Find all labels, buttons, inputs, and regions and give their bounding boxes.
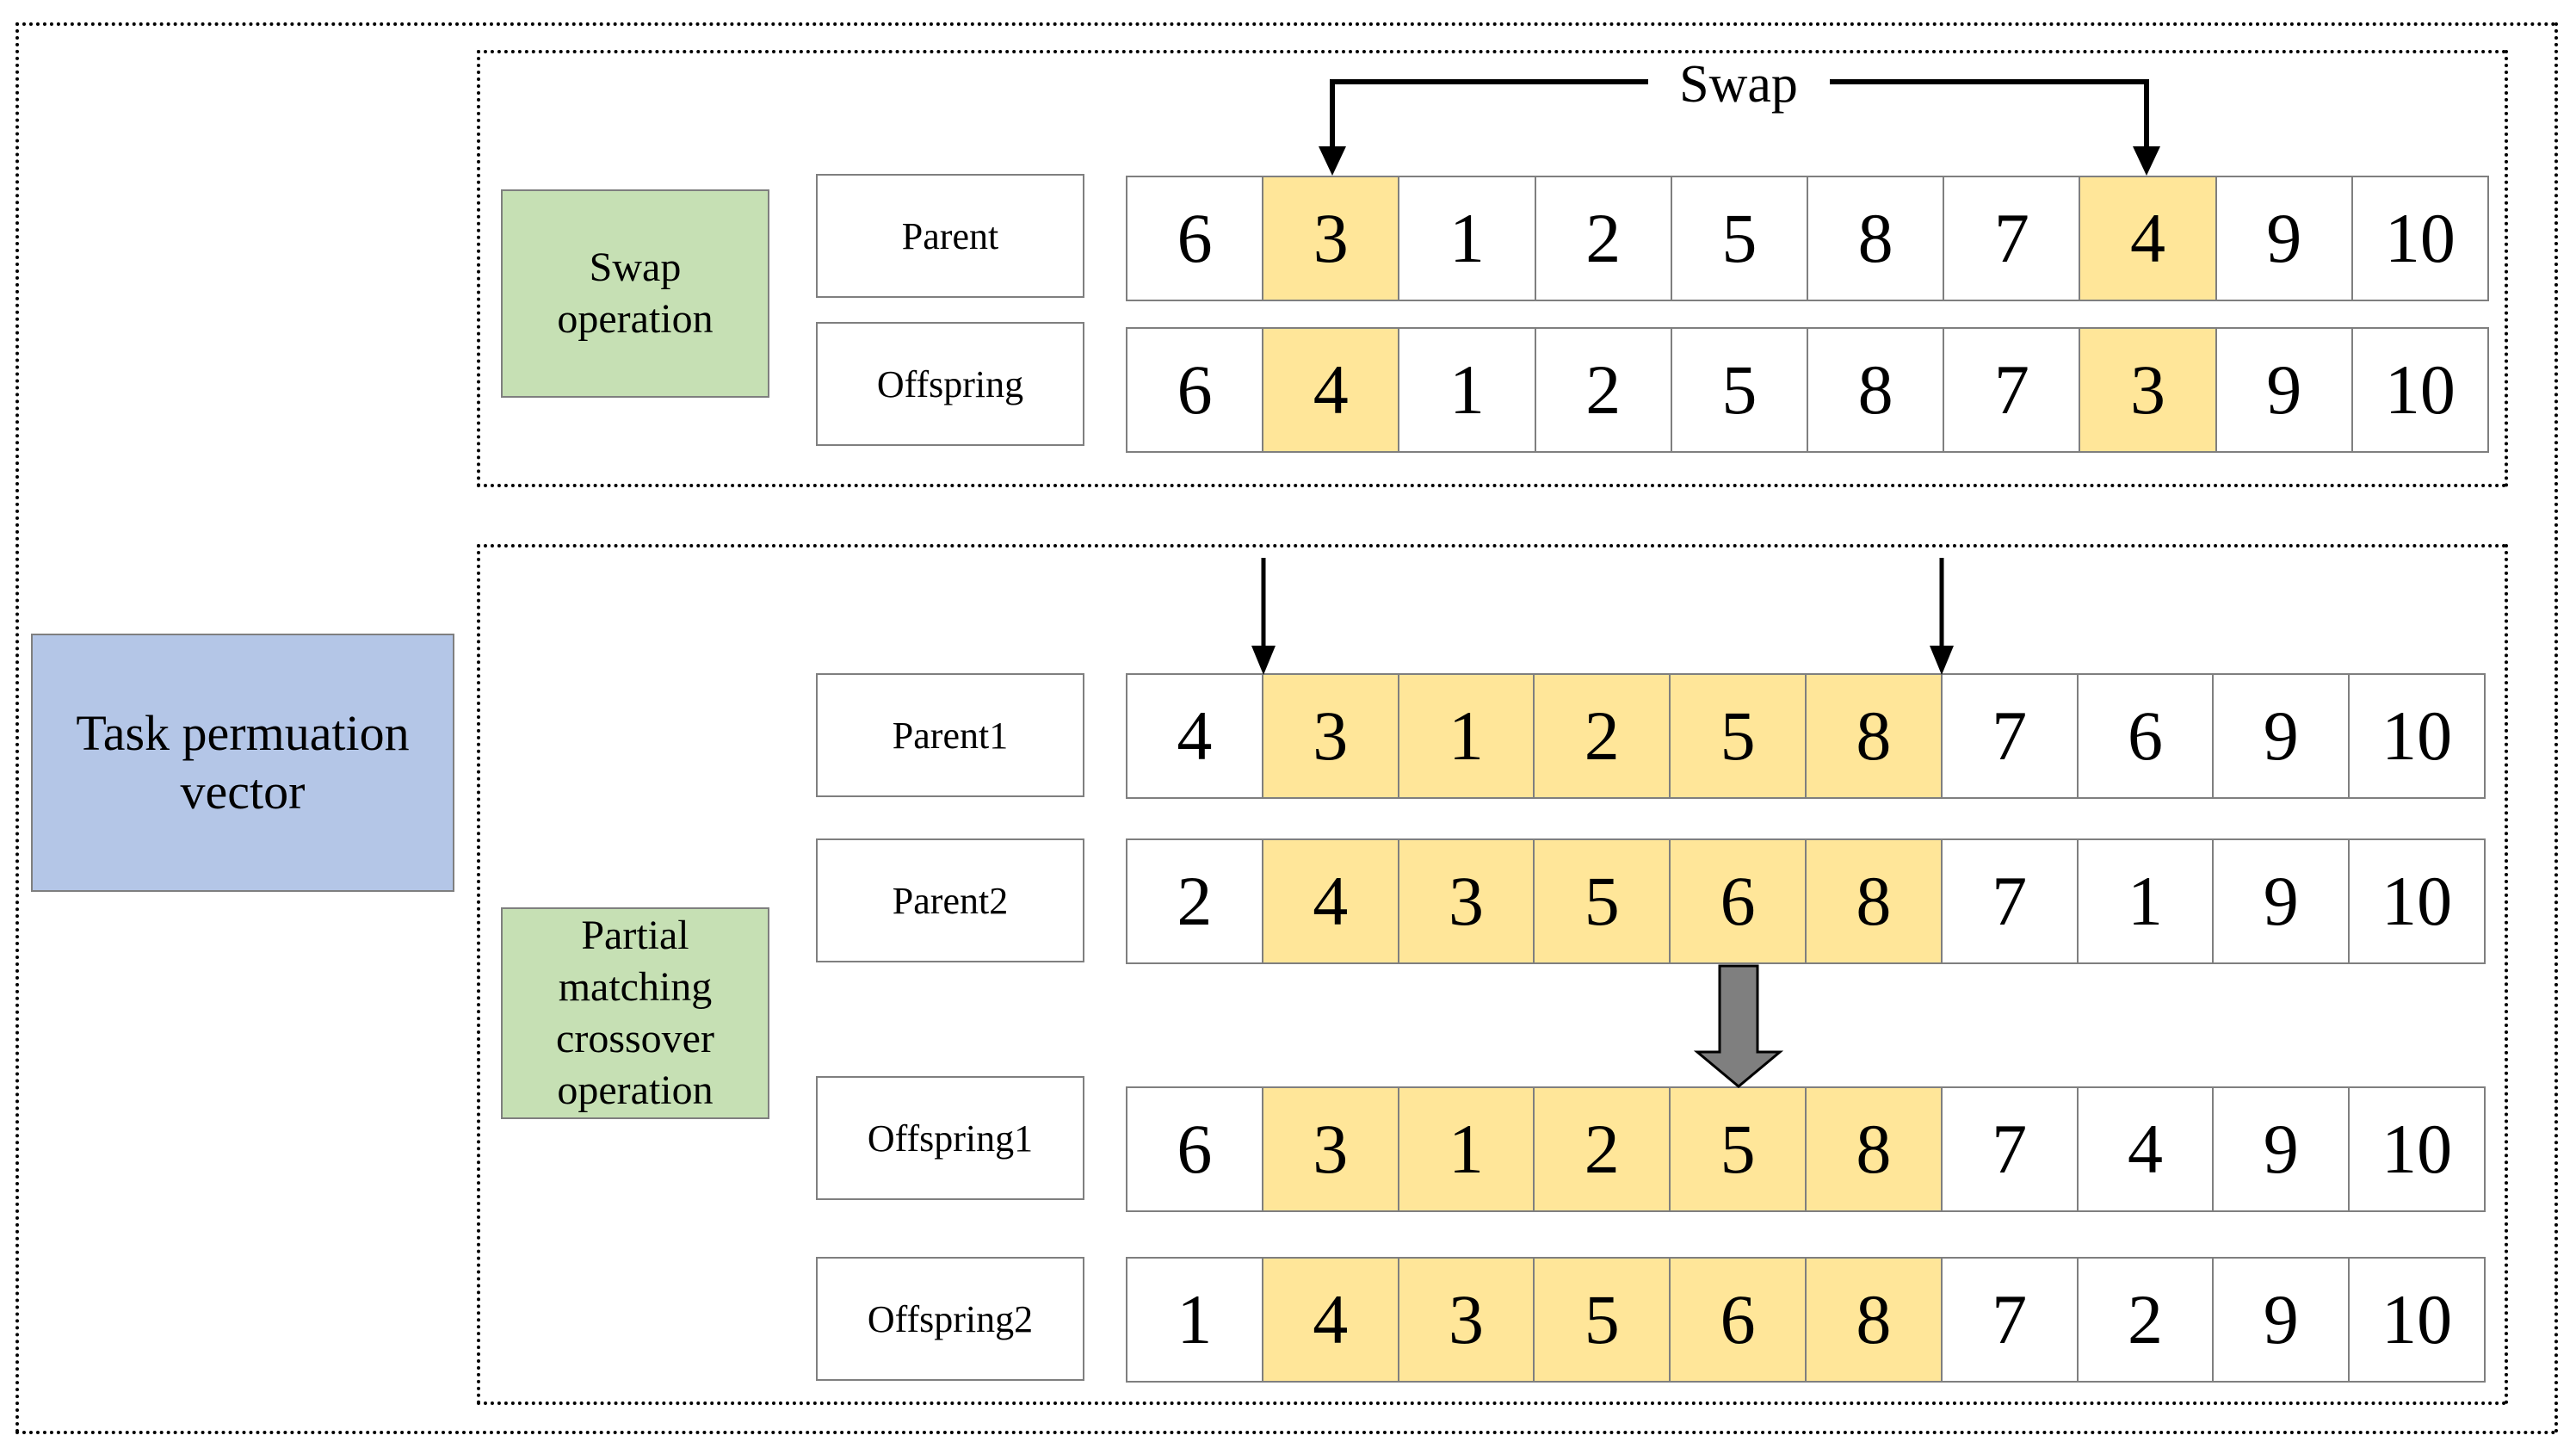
cut-point-arrowhead-left — [1251, 646, 1276, 675]
vector-cell: 5 — [1533, 1259, 1670, 1381]
vector-cell: 3 — [1397, 1259, 1534, 1381]
pmx-op-line-3: crossover — [556, 1016, 714, 1061]
vector-cell: 7 — [1940, 1259, 2077, 1381]
row-label-parent1: Parent1 — [816, 673, 1084, 797]
vector-cell: 6 — [1127, 177, 1263, 300]
vector-cell: 6 — [1669, 840, 1805, 962]
vector-cell: 10 — [2351, 177, 2488, 300]
swap-op-line-1: Swap — [589, 244, 682, 290]
vector-cell: 10 — [2348, 840, 2484, 962]
vector-cell: 6 — [2076, 675, 2213, 797]
pmx-op-line-1: Partial — [581, 913, 689, 958]
vector-cell: 10 — [2351, 329, 2488, 451]
vector-cell: 7 — [1940, 1088, 2077, 1210]
row-label-offspring: Offspring — [816, 322, 1084, 446]
vector-cell: 9 — [2215, 329, 2351, 451]
vector-cell: 5 — [1669, 675, 1805, 797]
swap-label-wrap: Swap — [1652, 53, 1825, 115]
vector-cell: 8 — [1804, 1088, 1941, 1210]
vector-cell: 4 — [1262, 329, 1399, 451]
vector-cell: 1 — [2076, 840, 2213, 962]
vector-cell: 6 — [1669, 1259, 1805, 1381]
vector-cell: 3 — [1262, 177, 1399, 300]
main-label-line-1: Task permuation — [76, 705, 410, 761]
vector-cell: 3 — [2079, 329, 2215, 451]
vector-cell: 8 — [1807, 329, 1943, 451]
row-label-parent2: Parent2 — [816, 838, 1084, 962]
vector-cell: 8 — [1804, 1259, 1941, 1381]
vector-cell: 2 — [1127, 840, 1262, 962]
vector-cell: 1 — [1397, 675, 1534, 797]
swap-section-frame — [477, 50, 2508, 487]
vector-cell: 3 — [1261, 1088, 1398, 1210]
task-permutation-vector-box: Task permuation vector — [31, 634, 454, 892]
vector-cell: 8 — [1804, 840, 1941, 962]
vector-cell: 10 — [2348, 1259, 2484, 1381]
outer-frame — [15, 22, 2558, 1434]
vector-cell: 3 — [1397, 840, 1534, 962]
vector-cell: 6 — [1127, 329, 1263, 451]
row-label-offspring2: Offspring2 — [816, 1257, 1084, 1381]
vector-cell: 8 — [1804, 675, 1941, 797]
vector-cell: 4 — [2079, 177, 2215, 300]
swap-bracket-line — [1330, 79, 1648, 146]
main-label-line-2: vector — [180, 764, 306, 820]
swap-operation-box: Swap operation — [501, 189, 769, 398]
vector-cell: 2 — [1533, 1088, 1670, 1210]
vector-cell: 10 — [2348, 1088, 2484, 1210]
vector-cell: 2 — [1534, 177, 1671, 300]
cut-point-arrowhead-right — [1930, 646, 1954, 675]
vector-cell: 4 — [2076, 1088, 2213, 1210]
vector-cell: 2 — [2076, 1259, 2213, 1381]
down-block-arrow — [1693, 964, 1784, 1088]
vector-cell: 1 — [1127, 1259, 1262, 1381]
vector-cell: 9 — [2215, 177, 2351, 300]
row-label-offspring1: Offspring1 — [816, 1076, 1084, 1200]
vector-cell: 7 — [1943, 329, 2079, 451]
swap-arrowhead-left — [1319, 146, 1346, 176]
vector-cell: 5 — [1670, 329, 1807, 451]
vector-cell: 10 — [2348, 675, 2484, 797]
vector-cell: 9 — [2212, 1088, 2349, 1210]
vector-cell: 9 — [2212, 675, 2349, 797]
vector-cell: 7 — [1940, 840, 2077, 962]
vector-cell: 7 — [1940, 675, 2077, 797]
vector-cell: 5 — [1533, 840, 1670, 962]
vector-cell: 1 — [1398, 177, 1535, 300]
pmx-operation-box: Partial matching crossover operation — [501, 907, 769, 1119]
vector-cell: 1 — [1397, 1088, 1534, 1210]
vector-cell: 4 — [1261, 840, 1398, 962]
vector-cell: 7 — [1943, 177, 2079, 300]
vector-cell: 4 — [1261, 1259, 1398, 1381]
vector-cell: 3 — [1261, 675, 1398, 797]
pmx-section-frame — [477, 544, 2508, 1405]
vector-cell: 2 — [1534, 329, 1671, 451]
swap-arrowhead-right — [2133, 146, 2160, 176]
swap-bracket-line-right — [1830, 79, 2149, 146]
vector-cell: 4 — [1127, 675, 1262, 797]
row-label-parent: Parent — [816, 174, 1084, 298]
swap-label: Swap — [1664, 53, 1813, 115]
vector-cell: 5 — [1670, 177, 1807, 300]
pmx-op-line-4: operation — [557, 1067, 713, 1113]
vector-cell: 5 — [1669, 1088, 1805, 1210]
swap-op-line-2: operation — [557, 296, 713, 342]
vector-cell: 6 — [1127, 1088, 1262, 1210]
vector-cell: 9 — [2212, 1259, 2349, 1381]
vector-cell: 9 — [2212, 840, 2349, 962]
vector-cell: 2 — [1533, 675, 1670, 797]
vector-cell: 1 — [1398, 329, 1535, 451]
vector-cell: 8 — [1807, 177, 1943, 300]
pmx-op-line-2: matching — [558, 964, 713, 1010]
